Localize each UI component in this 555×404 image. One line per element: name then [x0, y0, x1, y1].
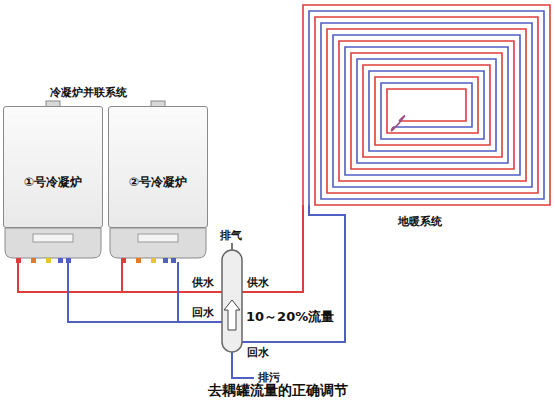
vent-pipe [231, 243, 233, 250]
supply-pipe [242, 205, 303, 292]
supply-label: 供水 [247, 276, 269, 289]
pipe-fitting [171, 258, 176, 263]
return-pipe [242, 205, 345, 342]
boiler-base [5, 228, 101, 258]
pipe-fitting [163, 258, 168, 263]
caption: 去耦罐流量的正确调节 [208, 382, 348, 399]
return-pipe [68, 262, 222, 322]
boiler-body: ①号冷凝炉 [3, 106, 103, 228]
pipe-fitting [136, 258, 141, 263]
pipe-fitting [151, 258, 156, 263]
flow-note: 10～20%流量 [246, 309, 334, 325]
system-label: 地暖系统 [398, 215, 442, 228]
coil-turn [391, 116, 404, 131]
pipe-fitting [31, 258, 36, 263]
control-panel [33, 234, 73, 242]
boiler-name: ①号冷凝炉 [24, 174, 82, 191]
pipe-fitting [16, 258, 21, 263]
supply-pipe [121, 262, 123, 292]
vent-label: 排气 [220, 229, 242, 242]
supply-coil [303, 5, 550, 205]
supply-pipe [18, 262, 222, 292]
return-coil [309, 11, 544, 205]
return-label: 回水 [192, 306, 214, 319]
control-panel [138, 234, 178, 242]
boiler-body: ②号冷凝炉 [108, 106, 208, 228]
return-pipe [177, 262, 179, 322]
decoupling-tank [222, 250, 242, 352]
system-title: 冷凝炉并联系统 [50, 86, 127, 99]
pipe-fitting [46, 258, 51, 263]
pipe-fitting [66, 258, 71, 263]
boiler-base [110, 228, 206, 258]
flow-arrow [224, 300, 240, 330]
return-label: 回水 [247, 346, 269, 359]
floor-heating-coil [303, 5, 550, 205]
supply-label: 供水 [192, 276, 214, 289]
boiler-name: ②号冷凝炉 [129, 174, 187, 191]
pipe-fitting [58, 258, 63, 263]
pipe-fitting [121, 258, 126, 263]
